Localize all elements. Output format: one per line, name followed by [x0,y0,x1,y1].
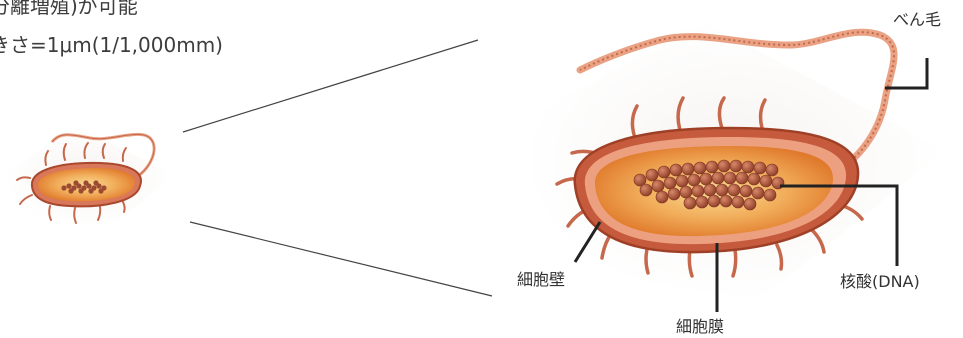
nucleic-acid-label: 核酸(DNA) [840,272,920,292]
cell-membrane-label: 細胞膜 [676,317,724,337]
zoom-line-bottom [190,222,492,296]
cell-wall-label: 細胞壁 [517,270,565,290]
zoom-line-top [183,40,478,132]
flagellum-label: べん毛 [893,10,941,30]
